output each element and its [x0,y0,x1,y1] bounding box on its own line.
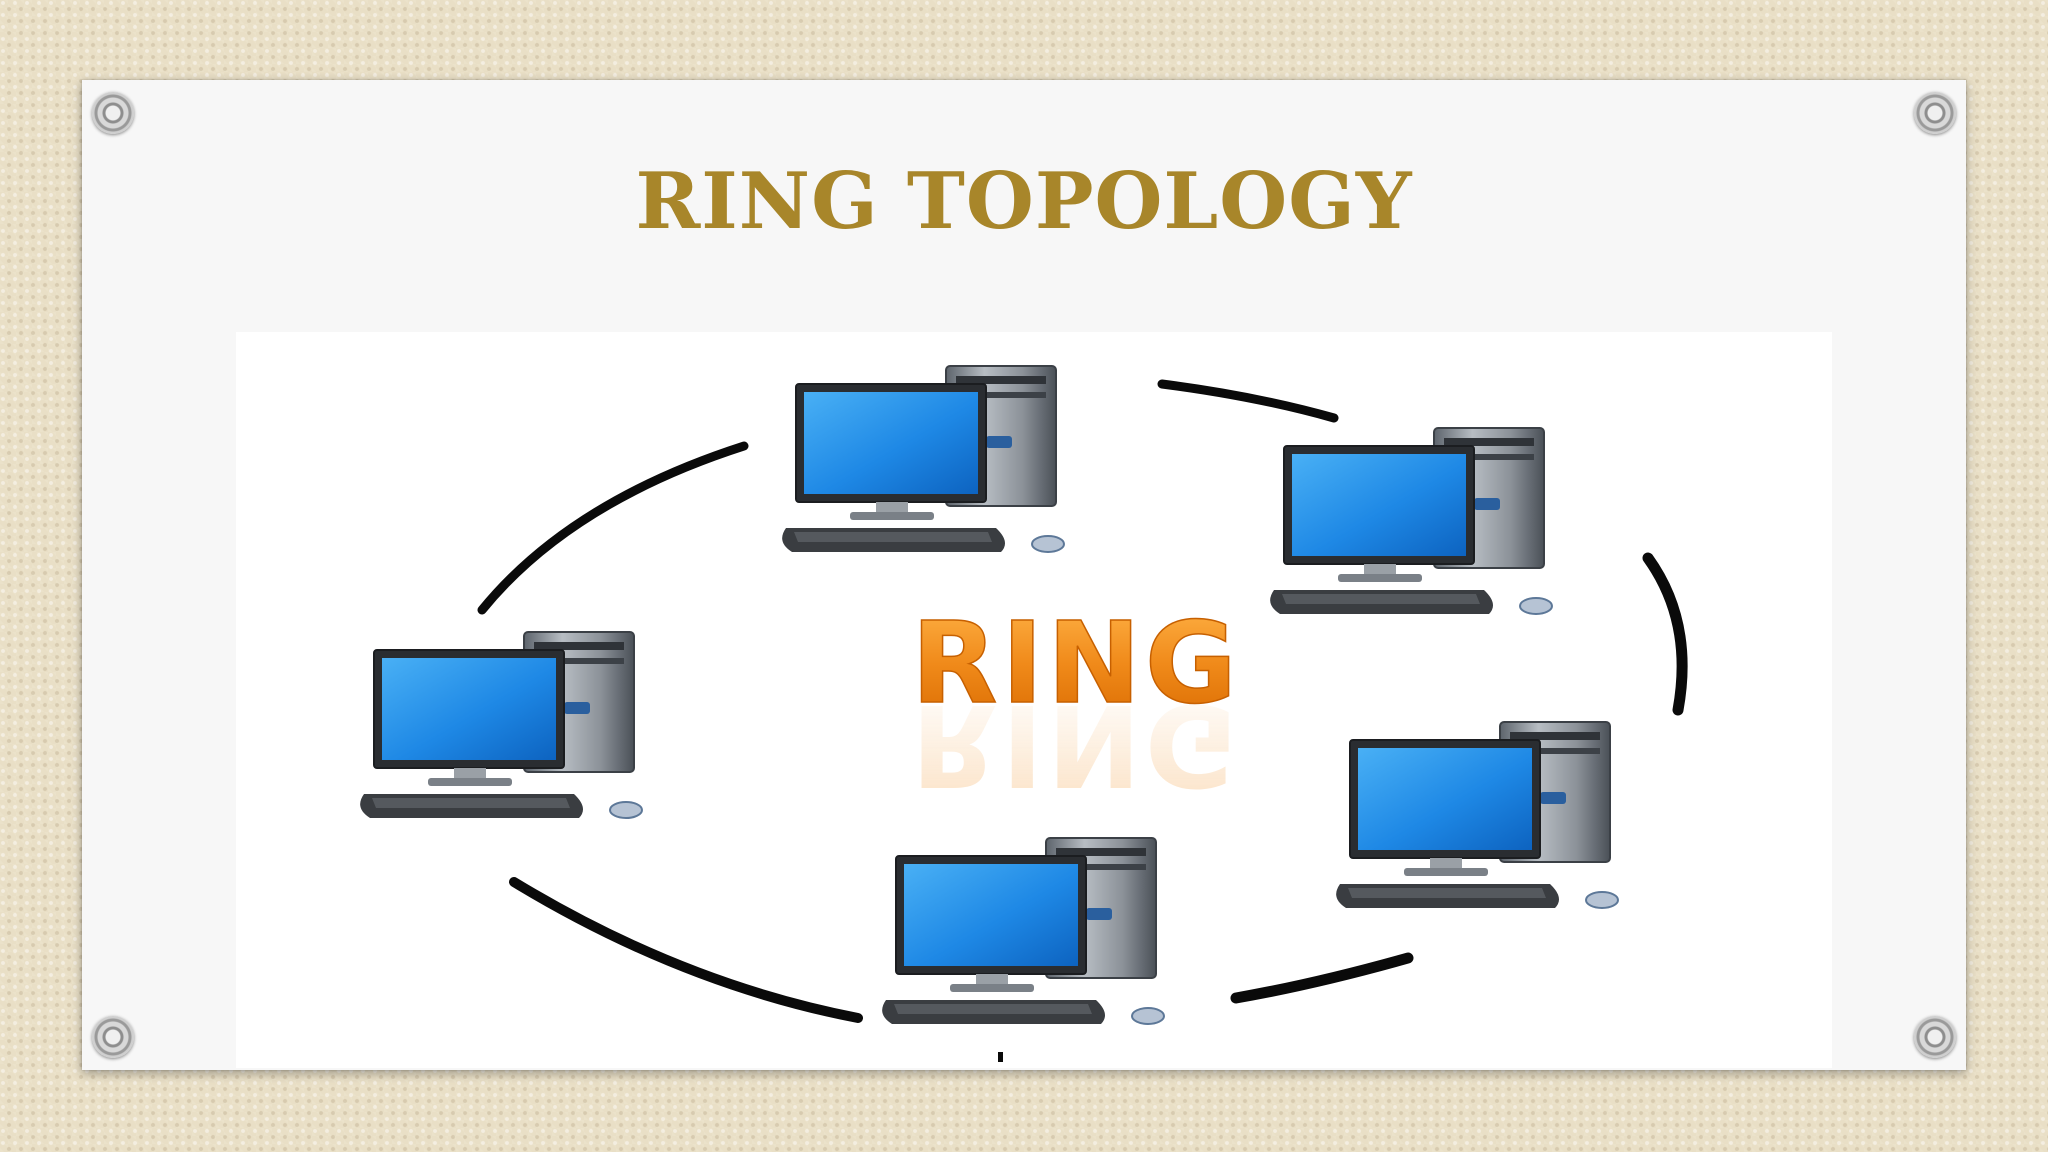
ring-diagram-svg: RING RING [359,365,1688,1062]
computer-left-icon [359,631,643,819]
computer-bottom-icon [881,837,1165,1025]
ring-links [477,379,1688,1023]
rivet-top-left-icon [92,92,134,134]
ring-label-reflection: RING [911,679,1241,809]
link-left-top [477,441,749,615]
rivet-bottom-right-icon [1914,1016,1956,1058]
slide-title: RING TOPOLOGY [635,156,1413,247]
computer-right-icon [1335,721,1619,909]
ring-topology-diagram: RING RING [236,332,1832,1068]
link-topright-right [1642,552,1688,716]
computer-top-icon [781,365,1065,553]
computer-top-right-icon [1269,427,1553,615]
ring-label: RING [911,599,1241,729]
link-bottom-left [509,877,863,1023]
rivet-top-right-icon [1914,92,1956,134]
rivet-bottom-left-icon [92,1016,134,1058]
link-right-bottom [1230,952,1414,1004]
slide-card: RING TOPOLOGY [82,80,1966,1070]
link-top-topright [1157,379,1339,423]
